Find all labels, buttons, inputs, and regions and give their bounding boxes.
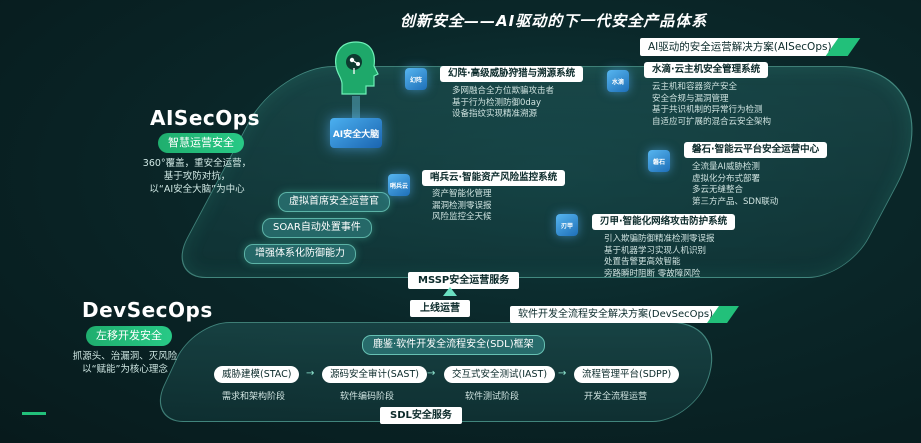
- ai-brain-cube: AI安全大脑: [330, 118, 382, 148]
- stage-phase: 开发全流程运营: [584, 392, 648, 402]
- shuidi-cube-icon: 水滴: [607, 70, 629, 92]
- module-title: 刃甲·智能化网络攻击防护系统: [592, 214, 736, 230]
- shaobingyun-cube-icon: 哨兵云: [388, 174, 410, 196]
- module-title: 磐石·智能云平台安全运营中心: [684, 142, 828, 158]
- panshi-cube-icon: 磐石: [648, 150, 670, 172]
- aisecops-solution-tag: AI驱动的安全运营解决方案(AISecOps): [640, 38, 840, 56]
- module-features: 引入欺骗防御精准检测零误报 基于机器学习实现人机识别 处置告警更高效智能 旁路瞬…: [604, 234, 715, 279]
- module-features: 多网融合全方位欺骗攻击者 基于行为检测防御0day 设备指纹实现精准溯源: [452, 86, 555, 119]
- mssp-service-bar: MSSP安全运营服务: [408, 272, 520, 289]
- beam-connector: [352, 96, 360, 118]
- brain-head-icon: [335, 41, 379, 95]
- capability-pill: 虚拟首席安全运营官: [278, 192, 390, 212]
- module-title: 水滴·云主机安全管理系统: [644, 62, 769, 78]
- aisecops-description: 360°覆盖，重安全运营， 基于攻防对抗， 以“AI安全大脑”为中心: [142, 158, 252, 195]
- page-title: 创新安全——AI驱动的下一代安全产品体系: [400, 12, 708, 30]
- corner-decoration: [22, 412, 46, 415]
- module-features: 资产智能化管理 漏洞检测零误报 风险监控全天候: [432, 189, 492, 222]
- arrow-right-icon: →: [306, 368, 315, 379]
- stage-sdpp: 流程管理平台(SDPP): [574, 366, 680, 383]
- arrow-right-icon: →: [427, 368, 436, 379]
- devsecops-description: 抓源头、治漏洞、灭风险 以“赋能”为核心理念: [72, 351, 178, 375]
- devsecops-label: DevSecOps: [82, 298, 213, 322]
- capability-pill: SOAR自动处置事件: [262, 218, 372, 238]
- arrow-right-icon: →: [558, 368, 567, 379]
- stage-phase: 软件编码阶段: [340, 392, 395, 402]
- stage-threat-modeling: 威胁建模(STAC): [214, 366, 300, 383]
- module-title: 哨兵云·智能资产风险监控系统: [422, 170, 566, 186]
- stage-sast: 源码安全审计(SAST): [322, 366, 427, 383]
- stage-phase: 需求和架构阶段: [222, 392, 286, 402]
- devsecops-pill: 左移开发安全: [86, 326, 172, 346]
- stage-phase: 软件测试阶段: [465, 392, 520, 402]
- stage-iast: 交互式安全测试(IAST): [444, 366, 556, 383]
- capability-pill: 增强体系化防御能力: [244, 244, 356, 264]
- up-arrow-icon: [443, 287, 457, 296]
- module-features: 全流量AI威胁检测 虚拟化分布式部署 多云无缝整合 第三方产品、SDN联动: [692, 162, 779, 207]
- online-ops-bar: 上线运营: [410, 300, 470, 317]
- module-title: 幻阵·高级威胁狩猎与溯源系统: [440, 66, 584, 82]
- sdl-service-bar: SDL安全服务: [380, 407, 462, 424]
- aisecops-label: AISecOps: [150, 106, 260, 130]
- renjia-cube-icon: 刃甲: [556, 214, 578, 236]
- sdl-framework-header: 鹿鉴·软件开发全流程安全(SDL)框架: [362, 335, 545, 355]
- aisecops-pill: 智慧运营安全: [158, 133, 244, 153]
- module-features: 云主机和容器资产安全 安全合规与漏洞管理 基于共识机制的异常行为检测 自适应可扩…: [652, 82, 772, 127]
- huanzhen-cube-icon: 幻阵: [405, 68, 427, 90]
- devsecops-solution-tag: 软件开发全流程安全解决方案(DevSecOps): [510, 306, 721, 323]
